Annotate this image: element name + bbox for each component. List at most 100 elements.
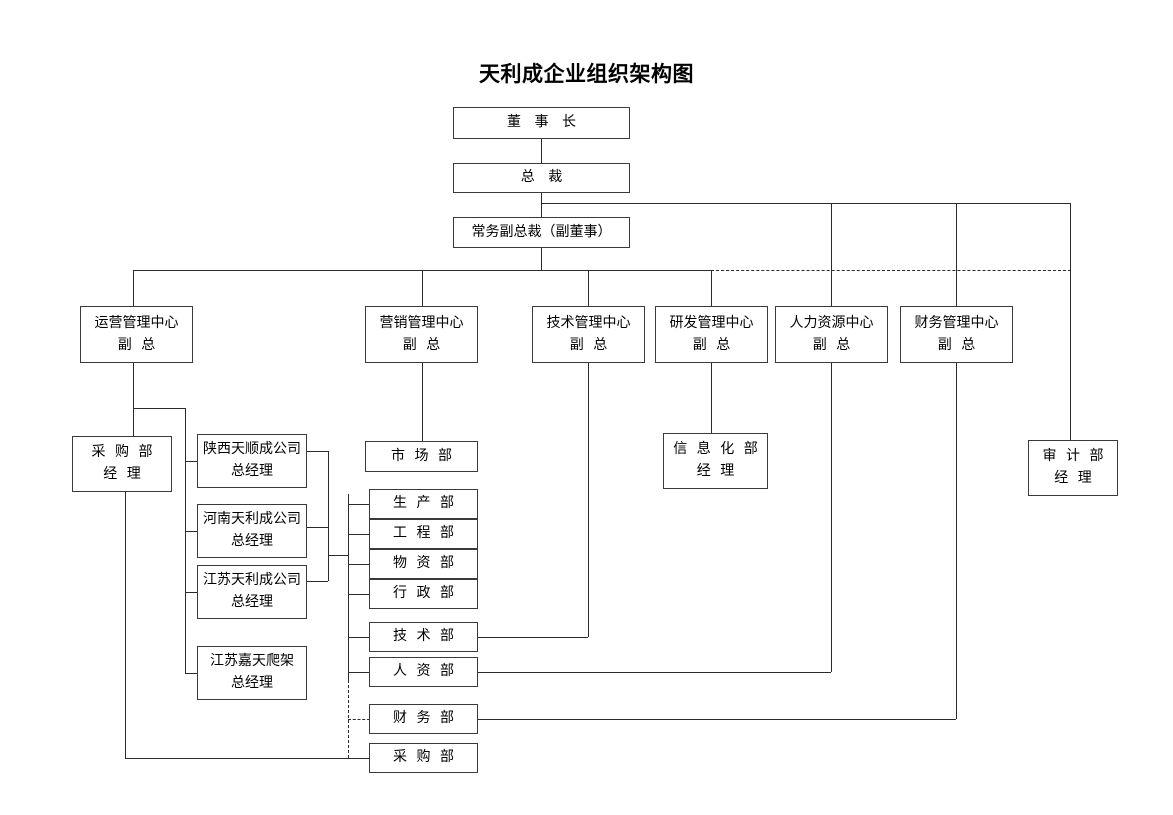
node-info-tech-manager[interactable]: 信 息 化 部 经 理	[663, 433, 768, 489]
node-subsidiary-jiatian-line1: 江苏嘉天爬架	[210, 654, 294, 670]
connector-operations-purchasing-manager	[133, 408, 134, 436]
connector-operations-to-subsidiary-bus	[133, 408, 185, 409]
node-audit-manager-line1: 审 计 部	[1042, 449, 1107, 465]
stub-dept-hr	[348, 672, 370, 673]
bus-departments	[348, 494, 349, 680]
connector-vp-bus	[541, 248, 542, 270]
node-subsidiary-henan[interactable]: 河南天利成公司 总经理	[197, 504, 307, 558]
node-center-marketing[interactable]: 营销管理中心 副 总	[365, 306, 478, 363]
connector-hr-to-dept	[478, 672, 831, 673]
node-dept-hr[interactable]: 人 资 部	[369, 657, 478, 687]
stub-dept-admin	[348, 594, 370, 595]
node-dept-production[interactable]: 生 产 部	[369, 489, 478, 519]
stub-subsidiary-shaanxi	[185, 461, 198, 462]
connector-president-vp	[541, 193, 542, 219]
node-center-finance[interactable]: 财务管理中心 副 总	[900, 306, 1013, 363]
node-center-technology[interactable]: 技术管理中心 副 总	[532, 306, 645, 363]
node-subsidiary-shaanxi-line2: 总经理	[231, 464, 273, 479]
node-chairman[interactable]: 董 事 长	[453, 107, 630, 139]
node-center-operations[interactable]: 运营管理中心 副 总	[80, 306, 193, 363]
node-subsidiary-henan-line2: 总经理	[231, 534, 273, 549]
node-center-marketing-line1: 营销管理中心	[379, 315, 464, 331]
node-center-rnd-line2: 副 总	[692, 337, 734, 353]
node-info-tech-manager-line1: 信 息 化 部	[673, 442, 761, 458]
stub-dept-finance	[348, 719, 370, 720]
node-center-rnd-line1: 研发管理中心	[669, 315, 754, 331]
stub-dept-technology	[348, 637, 370, 638]
node-center-hr-line2: 副 总	[812, 337, 854, 353]
node-audit-manager[interactable]: 审 计 部 经 理	[1028, 440, 1118, 496]
node-president-line1: 总 裁	[520, 170, 568, 186]
connector-shaanxi-right	[306, 451, 328, 452]
node-dept-materials-line1: 物 资 部	[393, 556, 457, 572]
node-subsidiary-henan-line1: 河南天利成公司	[203, 512, 301, 528]
node-subsidiary-shaanxi-line1: 陕西天顺成公司	[203, 442, 301, 458]
node-dept-technology-line1: 技 术 部	[393, 629, 457, 645]
node-dept-purchasing[interactable]: 采 购 部	[369, 743, 478, 773]
connector-finance-down	[956, 363, 957, 719]
node-info-tech-manager-line2: 经 理	[696, 464, 738, 479]
connector-bus-marketing	[422, 270, 423, 306]
bus-president-right	[541, 203, 1071, 204]
node-purchasing-manager-line1: 采 购 部	[91, 445, 156, 461]
node-chairman-line1: 董 事 长	[507, 115, 581, 131]
connector-rnd-infotech	[711, 363, 712, 433]
connector-collector-to-dept-bus	[328, 555, 349, 556]
node-purchasing-manager-line2: 经 理	[103, 467, 144, 482]
connector-finance-to-dept	[478, 719, 956, 720]
node-dept-admin[interactable]: 行 政 部	[369, 579, 478, 609]
node-dept-production-line1: 生 产 部	[393, 496, 457, 512]
node-dept-market[interactable]: 市 场 部	[365, 441, 478, 472]
node-center-finance-line2: 副 总	[937, 337, 979, 353]
node-subsidiary-jiangsu-line1: 江苏天利成公司	[203, 573, 301, 589]
bus-subsidiaries	[185, 408, 186, 673]
node-center-rnd[interactable]: 研发管理中心 副 总	[655, 306, 768, 363]
stub-subsidiary-henan	[185, 531, 198, 532]
node-center-finance-line1: 财务管理中心	[914, 315, 999, 331]
stub-dept-materials	[348, 564, 370, 565]
node-dept-purchasing-line1: 采 购 部	[393, 750, 457, 766]
node-dept-engineering[interactable]: 工 程 部	[369, 519, 478, 549]
node-center-hr[interactable]: 人力资源中心 副 总	[775, 306, 888, 363]
page-title: 天利成企业组织架构图	[479, 63, 694, 86]
connector-operations-down	[133, 363, 134, 408]
node-center-hr-line1: 人力资源中心	[789, 315, 874, 331]
connector-president-audit	[1070, 203, 1071, 440]
connector-bus-rnd	[711, 270, 712, 306]
collector-subsidiaries-right	[328, 451, 329, 581]
node-center-technology-line1: 技术管理中心	[546, 315, 631, 331]
node-subsidiary-jiangsu[interactable]: 江苏天利成公司 总经理	[197, 565, 307, 619]
node-center-operations-line1: 运营管理中心	[94, 315, 179, 331]
stub-subsidiary-jiatian	[185, 673, 198, 674]
node-center-operations-line2: 副 总	[117, 337, 159, 353]
stub-dept-engineering	[348, 534, 370, 535]
connector-marketing-market-dept	[422, 363, 423, 441]
node-audit-manager-line2: 经 理	[1054, 471, 1095, 486]
node-dept-materials[interactable]: 物 资 部	[369, 549, 478, 579]
node-center-marketing-line2: 副 总	[402, 337, 444, 353]
node-dept-hr-line1: 人 资 部	[393, 664, 457, 680]
node-subsidiary-jiatian[interactable]: 江苏嘉天爬架 总经理	[197, 646, 307, 700]
node-exec-vp-line1: 常务副总裁（副董事）	[471, 224, 612, 240]
connector-technology-down	[588, 363, 589, 637]
node-dept-finance[interactable]: 财 务 部	[369, 704, 478, 734]
node-subsidiary-shaanxi[interactable]: 陕西天顺成公司 总经理	[197, 434, 307, 488]
node-dept-technology[interactable]: 技 术 部	[369, 622, 478, 652]
stub-dept-production	[348, 504, 370, 505]
connector-purchasing-manager-to-dept	[125, 758, 370, 759]
connector-bus-technology	[588, 270, 589, 306]
node-purchasing-manager[interactable]: 采 购 部 经 理	[72, 436, 172, 492]
connector-jiangsu-right	[306, 581, 328, 582]
connector-president-finance	[956, 203, 957, 306]
node-subsidiary-jiangsu-line2: 总经理	[231, 595, 273, 610]
connector-bus-operations	[133, 270, 134, 306]
stub-subsidiary-jiangsu	[185, 592, 198, 593]
connector-hr-down	[831, 363, 832, 672]
node-exec-vice-president[interactable]: 常务副总裁（副董事）	[453, 217, 630, 248]
node-center-technology-line2: 副 总	[569, 337, 611, 353]
node-dept-admin-line1: 行 政 部	[393, 586, 457, 602]
node-president[interactable]: 总 裁	[453, 163, 630, 193]
connector-henan-right	[306, 527, 328, 528]
connector-purchasing-manager-down	[125, 492, 126, 758]
